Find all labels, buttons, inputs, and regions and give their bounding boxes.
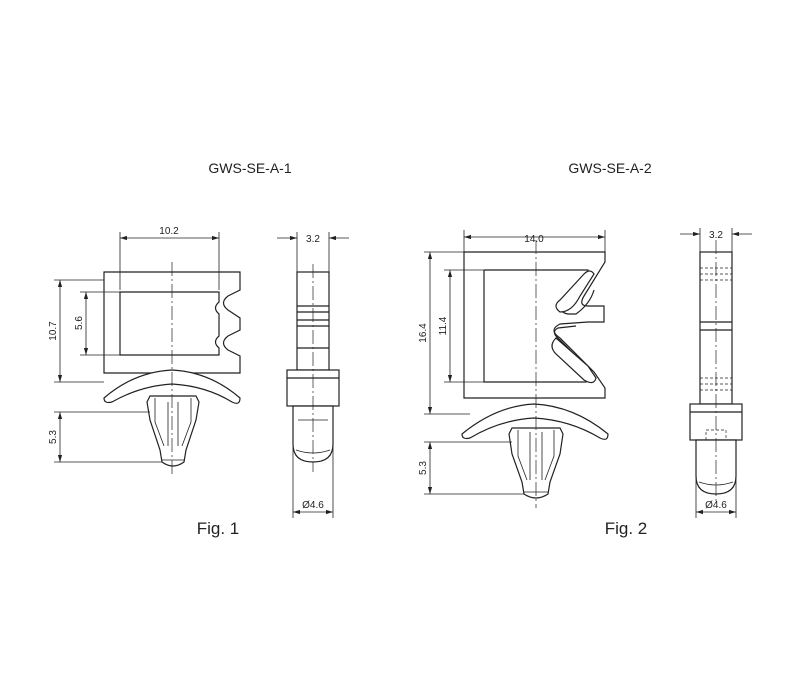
- figure-2: GWS-SE-A-2 14.0 16.4 11.4: [418, 160, 752, 538]
- fig1-diameter-label: Ø4.6: [302, 500, 324, 511]
- fig2-spring-arm: [461, 403, 609, 440]
- fig1-barb: [146, 395, 200, 467]
- figure-1-caption: Fig. 1: [197, 519, 240, 538]
- fig2-slot-label: 11.4: [438, 316, 449, 335]
- fig1-side-view: [286, 264, 340, 472]
- figure-1: GWS-SE-A-1 10.2 10.7 5.6: [48, 160, 349, 538]
- fig2-width-label: 14.0: [524, 234, 544, 245]
- figure-2-title: GWS-SE-A-2: [568, 160, 651, 176]
- figure-1-title: GWS-SE-A-1: [208, 160, 291, 176]
- fig2-stem-label: 5.3: [418, 461, 429, 475]
- fig1-dimensions: 10.2 10.7 5.6 5.3: [48, 226, 220, 463]
- figure-2-caption: Fig. 2: [605, 519, 648, 538]
- fig1-spring-arm: [103, 369, 241, 404]
- fig2-side-view: [689, 240, 743, 504]
- fig1-barb-detail: [154, 398, 192, 461]
- fig2-height-label: 16.4: [418, 323, 429, 343]
- fig2-front-view: [461, 240, 609, 508]
- fig1-frame: [103, 271, 241, 374]
- fig2-thickness-label: 3.2: [709, 230, 723, 241]
- fig2-upper-hook: [555, 270, 595, 313]
- fig1-thickness-label: 3.2: [306, 234, 320, 245]
- fig1-stem-label: 5.3: [48, 430, 59, 444]
- fig1-width-label: 10.2: [159, 226, 179, 237]
- fig1-height-label: 10.7: [48, 321, 59, 341]
- fig1-front-view: [103, 262, 241, 476]
- fig1-slot-label: 5.6: [74, 316, 85, 330]
- fig2-side-dimensions: 3.2 Ø4.6: [680, 228, 752, 518]
- fig2-dimensions: 14.0 16.4 11.4 5.3: [418, 230, 606, 495]
- fig2-diameter-label: Ø4.6: [705, 500, 727, 511]
- fig2-lower-hook: [551, 337, 597, 384]
- fig1-slot: [119, 291, 220, 356]
- fig1-side-dimensions: 3.2 Ø4.6: [277, 232, 349, 518]
